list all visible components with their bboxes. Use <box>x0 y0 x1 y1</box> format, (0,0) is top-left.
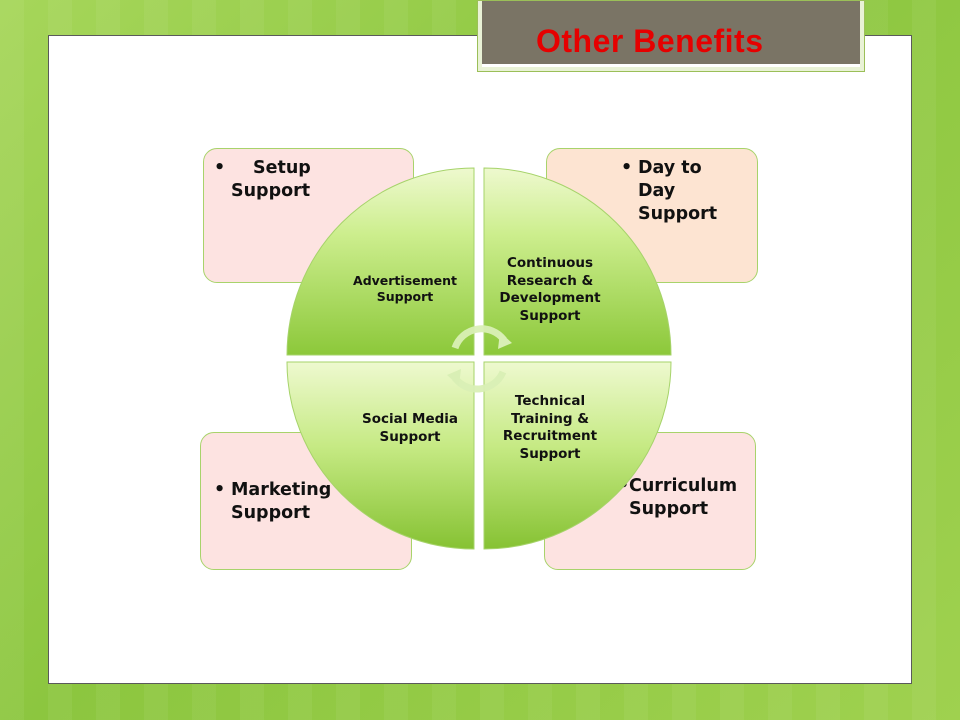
quadrant-continuous <box>483 167 672 356</box>
slide-canvas <box>48 35 912 684</box>
quadrant-social-media <box>286 361 475 550</box>
quadrant-advertisement <box>286 167 475 356</box>
slide-title: Other Benefits <box>536 23 764 59</box>
title-box: Other Benefits <box>482 1 860 67</box>
circular-arrows-icon <box>447 325 512 393</box>
title-frame: Other Benefits <box>477 0 865 72</box>
quadrant-technical <box>483 361 672 550</box>
